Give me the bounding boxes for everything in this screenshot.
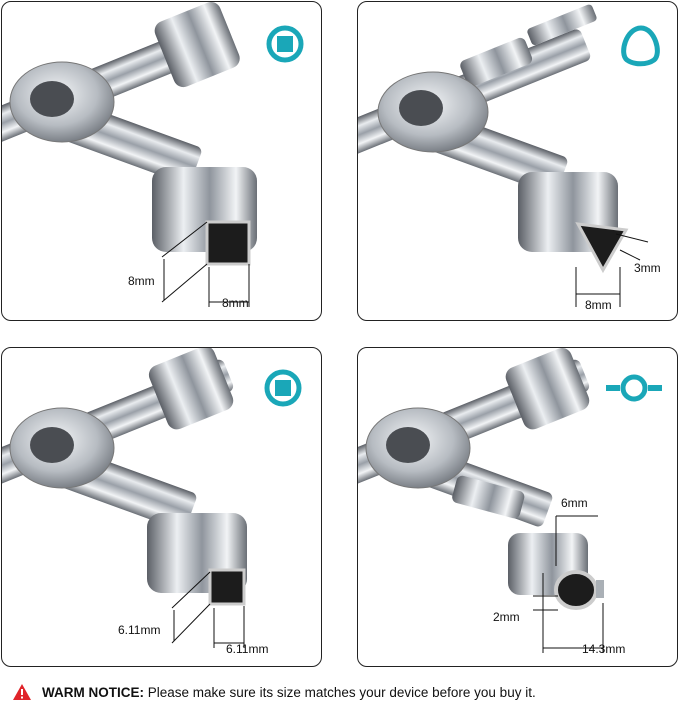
key-panel-square-8mm: 8mm 8mm bbox=[1, 1, 322, 321]
dimension-depth-label: 3mm bbox=[634, 261, 661, 275]
key-panel-square-6.11mm: 6.11mm 6.11mm bbox=[1, 347, 322, 667]
dimension-height-label: 8mm bbox=[128, 274, 155, 288]
warning-icon bbox=[13, 684, 31, 700]
dimension-diameter-label: 6mm bbox=[561, 496, 588, 510]
square-shape-icon bbox=[264, 369, 302, 407]
dimension-width-label: 8mm bbox=[222, 296, 249, 310]
triangle-shape-icon bbox=[621, 25, 660, 67]
dimension-wing-label: 2mm bbox=[493, 610, 520, 624]
dimension-width-label: 6.11mm bbox=[226, 642, 269, 656]
notice-label: WARM NOTICE: bbox=[42, 684, 144, 700]
cross-key-illustration bbox=[358, 348, 662, 653]
key-panel-triangle-8mm: 3mm 8mm bbox=[357, 1, 678, 321]
warm-notice: WARM NOTICE: Please make sure its size m… bbox=[12, 681, 536, 703]
cross-key-illustration bbox=[2, 2, 304, 307]
cross-key-illustration bbox=[358, 4, 660, 307]
dimension-height-label: 6.11mm bbox=[118, 623, 161, 637]
round-wing-shape-icon bbox=[606, 374, 662, 402]
notice-text: Please make sure its size matches your d… bbox=[147, 684, 536, 700]
dimension-length-label: 14.3mm bbox=[582, 642, 626, 656]
dimension-width-label: 8mm bbox=[585, 298, 612, 312]
cross-key-illustration bbox=[2, 348, 302, 648]
square-shape-icon bbox=[266, 25, 304, 63]
key-panel-round-14.3mm: 6mm 2mm 14.3mm bbox=[357, 347, 678, 667]
